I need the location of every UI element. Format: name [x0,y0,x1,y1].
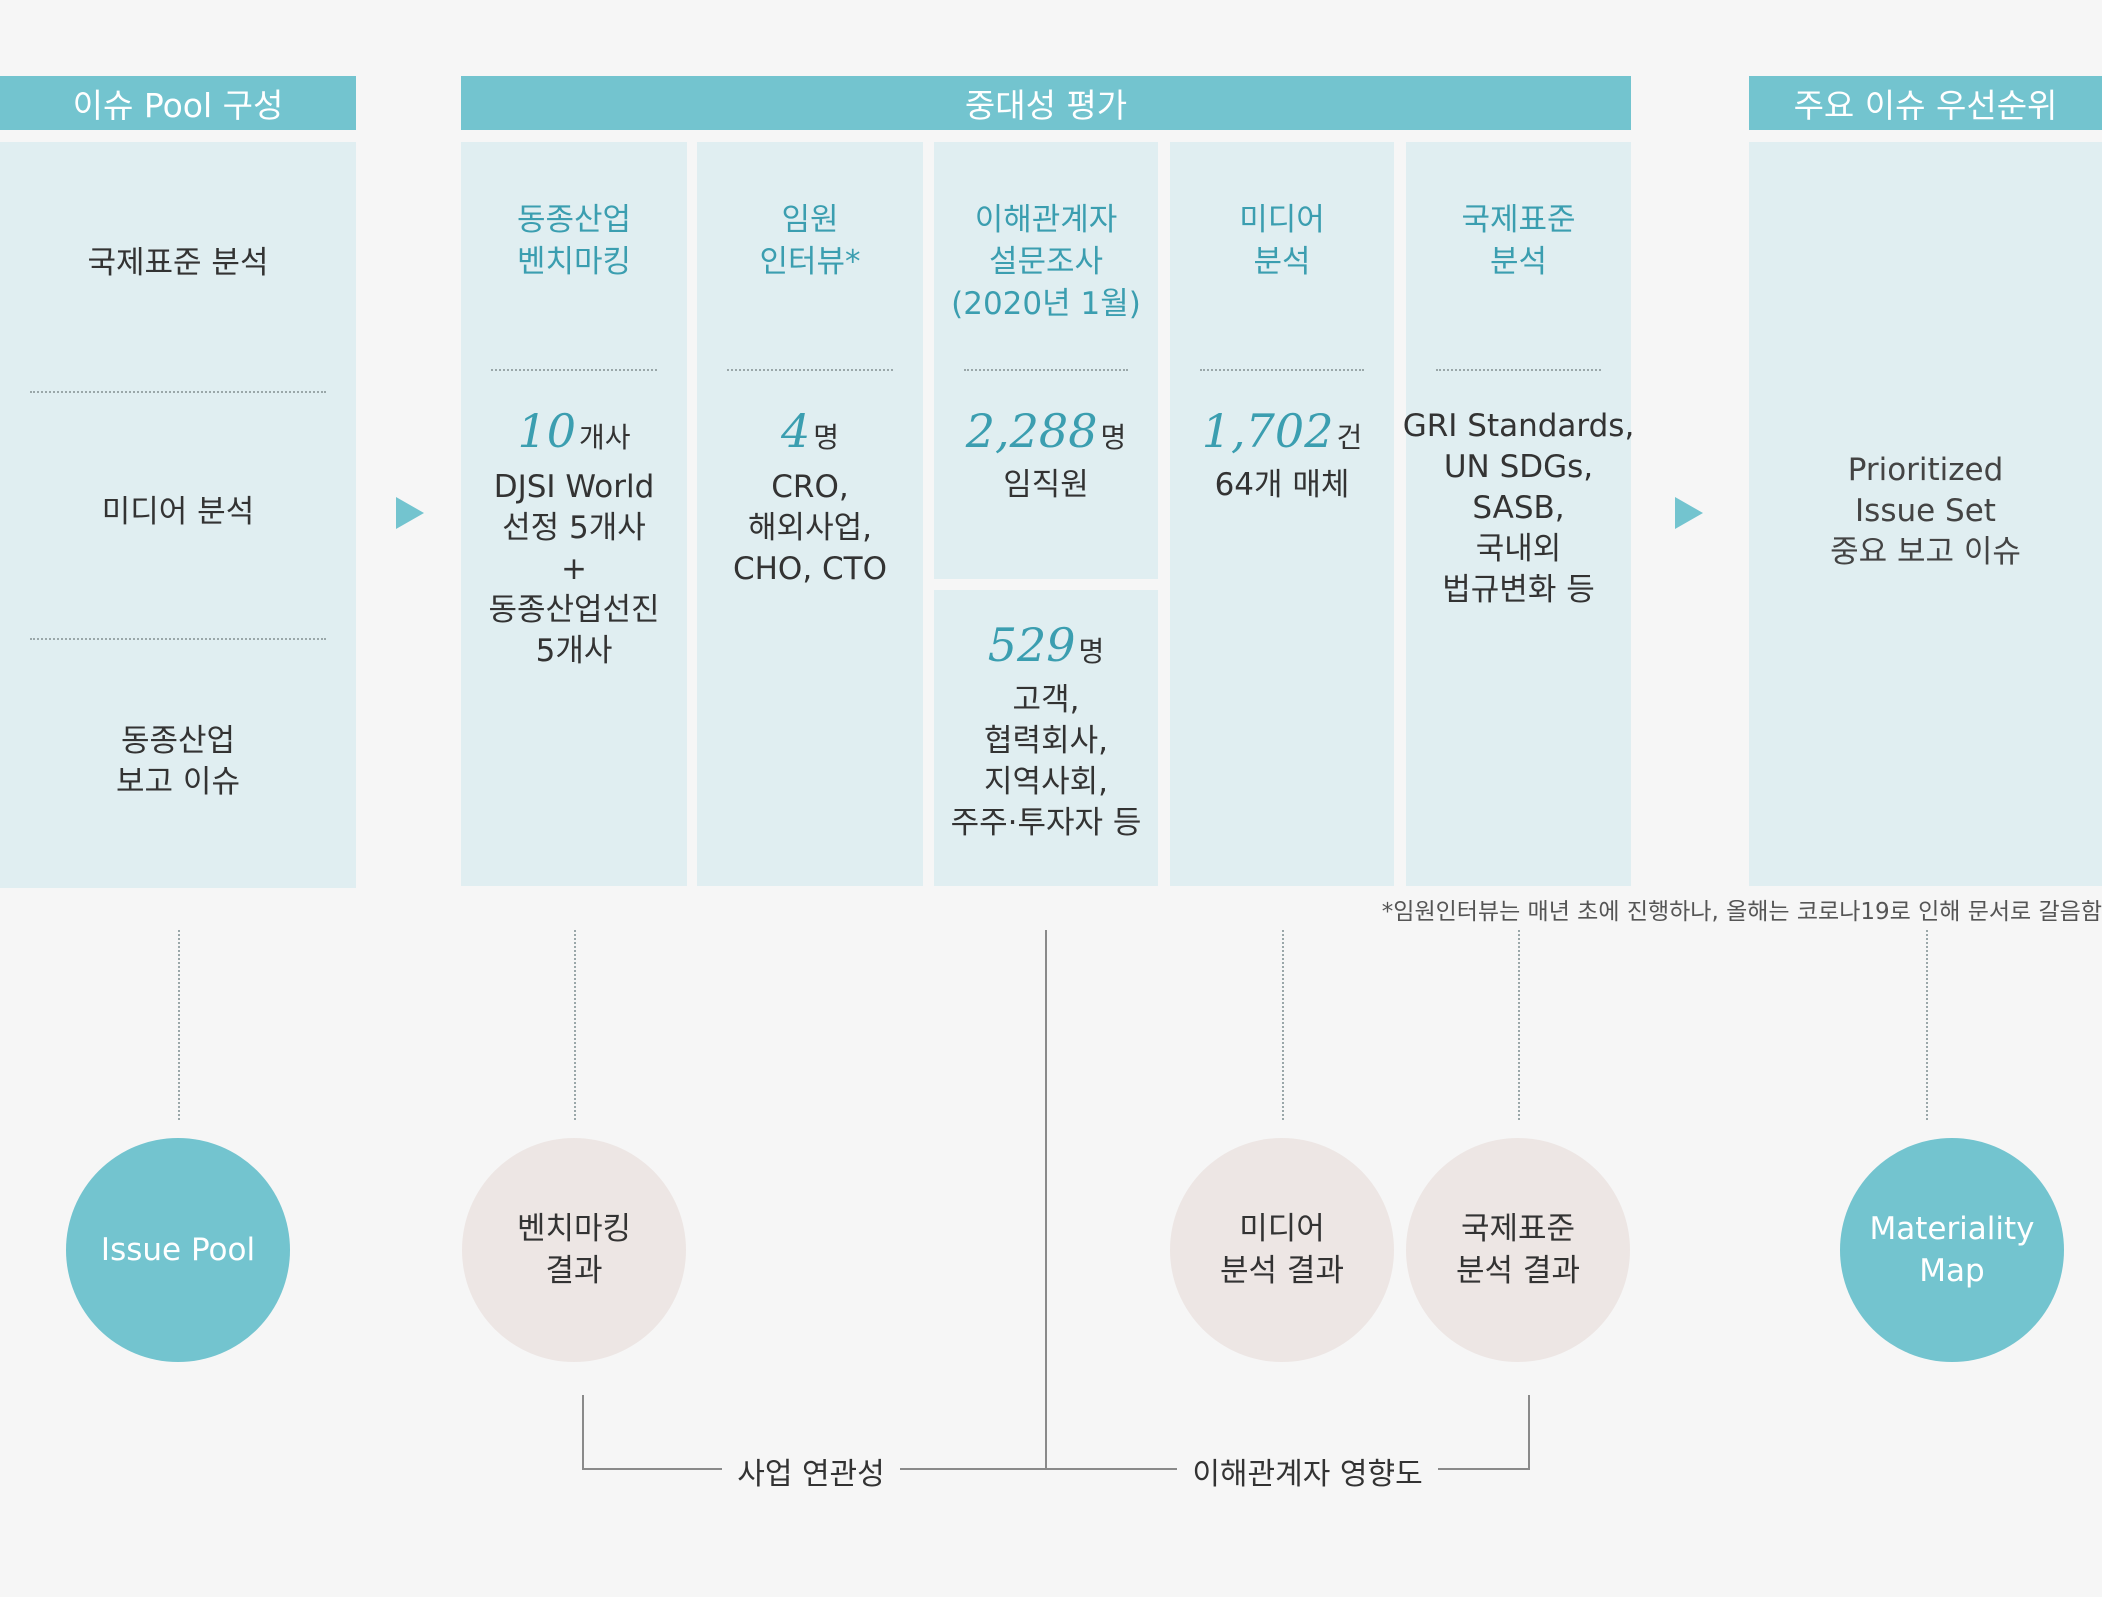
header-materiality: 중대성 평가 [461,76,1631,130]
divider [491,369,657,371]
column-title: 국제표준 분석 [1461,202,1576,280]
center-line [1045,930,1047,1470]
count-unit: 명 [1100,421,1127,454]
column-detail: DJSI World 선정 5개사 + 동종산업선진 5개사 [488,469,660,669]
stakeholder-impact-label: 이해관계자 영향도 [1192,1457,1423,1492]
count-number: 10 [517,404,576,458]
bracket-left-tick [582,1395,584,1470]
count-number: 4 [780,404,811,458]
divider [964,369,1128,371]
interview-panel [697,142,923,886]
business-relevance-label: 사업 연관성 [737,1457,885,1492]
connector [574,930,576,1120]
survey-panel-lower [934,590,1158,886]
connector [178,930,180,1120]
issue-pool-panel [0,142,356,888]
count-unit: 명 [1078,635,1105,668]
benchmark-circle: 벤치마킹 결과 [462,1138,686,1362]
priority-panel [1749,142,2102,886]
count-unit: 개사 [579,421,631,454]
column-title: 동종산업 벤치마킹 [516,202,632,280]
divider [1436,369,1601,371]
count-unit: 건 [1336,421,1363,454]
count-number: 2,288 [965,404,1098,458]
standards-panel [1406,142,1631,886]
column-detail: 임직원 [1003,467,1089,503]
issue-pool-item: 동종산업 보고 이슈 [116,723,240,800]
survey-panel [934,142,1158,579]
column-title: 이해관계자 설문조사 (2020년 1월) [951,202,1141,322]
column-title: 미디어 분석 [1239,202,1325,280]
footnote: *임원인터뷰는 매년 초에 진행하나, 올해는 코로나19로 인해 문서로 갈음… [1381,899,2102,925]
media-circle: 미디어 분석 결과 [1170,1138,1394,1362]
column-detail: 고객, 협력회사, 지역사회, 주주·투자자 등 [950,682,1142,841]
benchmark-panel [461,142,687,886]
arrow-right-icon [1675,497,1703,529]
connector [1282,930,1284,1120]
bracket-right-tick [1528,1395,1530,1470]
column-detail: GRI Standards, UN SDGs, SASB, 국내외 법규변화 등 [1402,408,1635,608]
bracket-line [900,1468,1047,1470]
count-unit: 명 [813,421,840,454]
issue-pool-circle: Issue Pool [66,1138,290,1362]
media-panel [1170,142,1394,886]
divider [30,391,326,393]
header-issue-pool: 이슈 Pool 구성 [0,76,356,130]
divider [1200,369,1364,371]
issue-pool-item: 미디어 분석 [101,494,255,530]
column-detail: CRO, 해외사업, CHO, CTO [732,469,888,587]
count-number: 1,702 [1201,404,1334,458]
column-title: 임원 인터뷰* [759,202,861,280]
column-detail: 64개 매체 [1214,467,1350,503]
issue-pool-item: 국제표준 분석 [87,245,269,281]
bracket-line [1438,1468,1530,1470]
materiality-map-circle: Materiality Map [1840,1138,2064,1362]
standards-circle: 국제표준 분석 결과 [1406,1138,1630,1362]
bracket-line [582,1468,722,1470]
divider [30,638,326,640]
divider [727,369,893,371]
count-number: 529 [987,618,1076,672]
header-priority: 주요 이슈 우선순위 [1749,76,2102,130]
connector [1518,930,1520,1120]
connector [1926,930,1928,1120]
arrow-right-icon [396,497,424,529]
priority-text: Prioritized Issue Set 중요 보고 이슈 [1830,452,2021,570]
bracket-line [1047,1468,1177,1470]
